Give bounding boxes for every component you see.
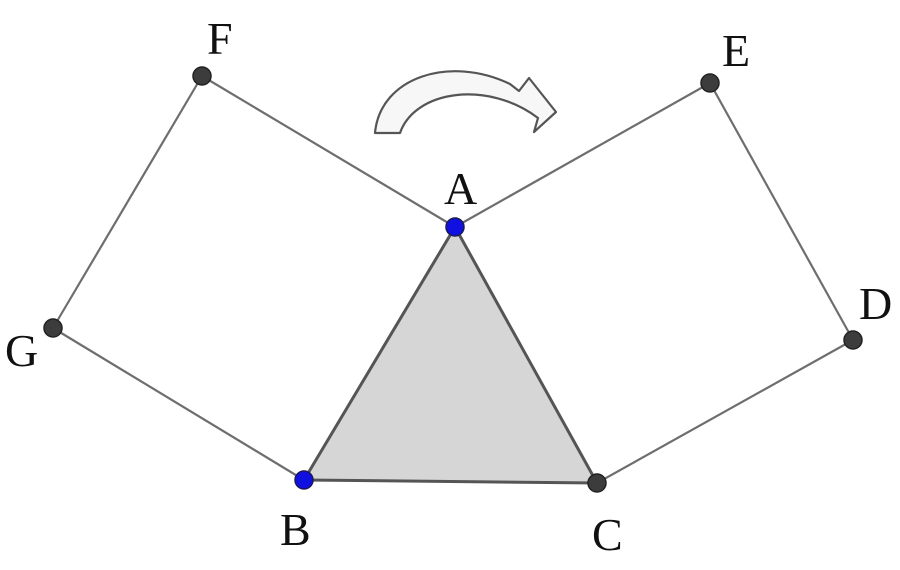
segment-ed	[709, 82, 854, 341]
triangle-abc	[302, 225, 599, 485]
point-a[interactable]	[445, 217, 465, 237]
segment-dc	[596, 339, 854, 484]
point-f[interactable]	[192, 66, 212, 86]
segment-af	[201, 75, 456, 228]
point-e[interactable]	[700, 73, 720, 93]
point-g[interactable]	[43, 318, 63, 338]
segment-gb	[52, 327, 305, 481]
point-b[interactable]	[294, 470, 314, 490]
point-c[interactable]	[587, 473, 607, 493]
segment-ae	[454, 82, 711, 228]
label-f: F	[207, 13, 233, 64]
label-d: D	[859, 278, 892, 329]
square-abgf	[52, 75, 456, 481]
label-b: B	[280, 504, 311, 555]
square-acde	[454, 82, 854, 484]
label-a: A	[444, 163, 477, 214]
label-c: C	[592, 509, 623, 560]
label-e: E	[722, 25, 750, 76]
point-d[interactable]	[843, 330, 863, 350]
segment-fg	[52, 75, 203, 329]
label-g: G	[5, 325, 38, 376]
clockwise-curved-arrow-icon	[373, 70, 558, 135]
